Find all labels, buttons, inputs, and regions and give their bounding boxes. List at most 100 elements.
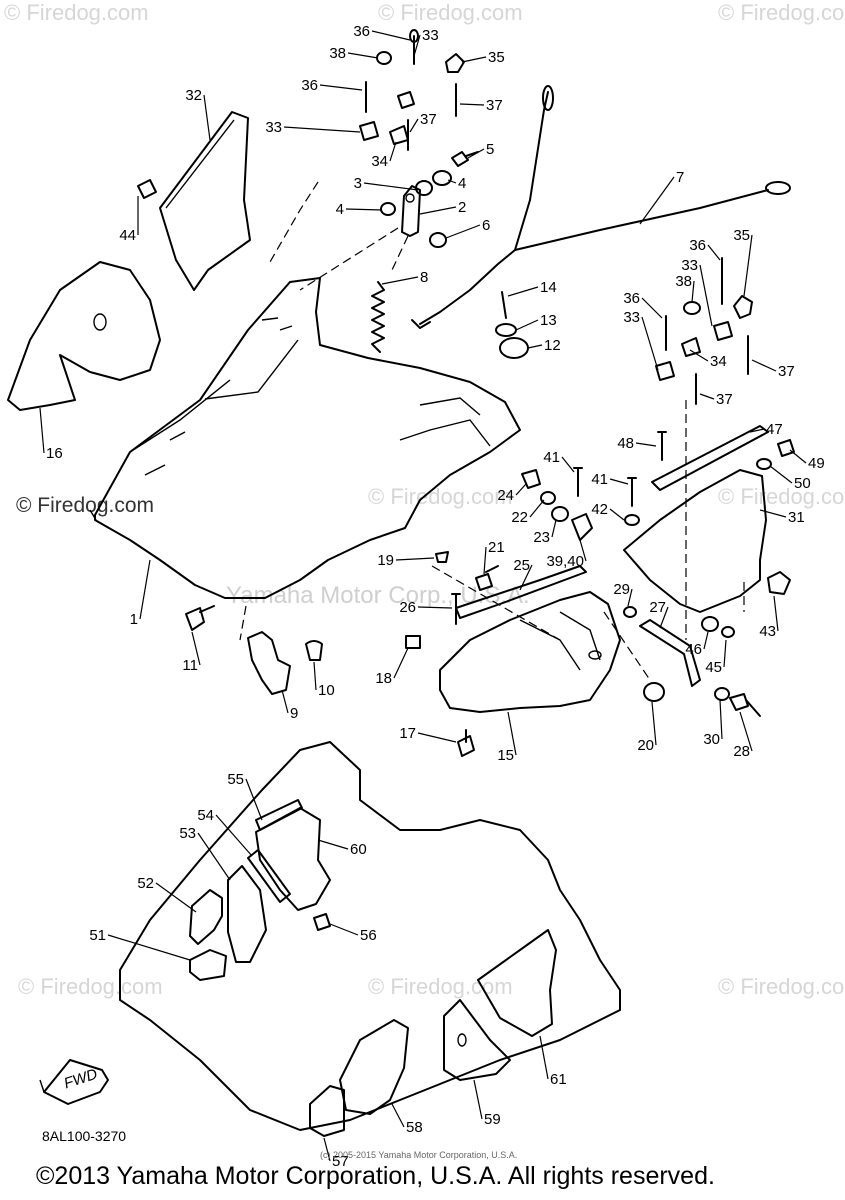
callout-label-10: 10 — [318, 682, 335, 699]
callout-leader — [381, 276, 419, 285]
callout-label-33: 33 — [623, 309, 640, 326]
callout-leader — [389, 141, 397, 162]
callout-label-36: 36 — [689, 237, 706, 254]
callout-label-32: 32 — [185, 87, 202, 104]
callout-leader — [515, 483, 527, 496]
callout-leader — [579, 539, 587, 562]
callout-leader — [323, 1137, 331, 1162]
callout-leader — [789, 449, 807, 464]
part-6-grommet — [429, 232, 447, 248]
callout-leader — [561, 456, 575, 473]
callout-label-4: 4 — [336, 201, 344, 218]
callout-leader — [417, 606, 453, 609]
callout-leader — [393, 647, 409, 679]
callout-leader — [445, 224, 481, 239]
callout-label-36: 36 — [353, 23, 370, 40]
callout-leader — [609, 508, 625, 521]
callout-label-5: 5 — [486, 141, 494, 158]
part-20-cap — [643, 682, 665, 702]
callout-label-9: 9 — [290, 705, 298, 722]
callout-label-37: 37 — [716, 391, 733, 408]
callout-label-24: 24 — [497, 487, 514, 504]
callout-label-3: 3 — [354, 175, 362, 192]
callout-label-33: 33 — [422, 27, 439, 44]
callout-label-25: 25 — [513, 557, 530, 574]
lower-body — [119, 741, 621, 1131]
callout-label-29: 29 — [613, 581, 630, 598]
diagram-code: 8AL100-3270 — [42, 1128, 127, 1144]
callout-label-43: 43 — [759, 623, 776, 640]
watermark-top-center: © Firedog.com — [378, 0, 523, 25]
callout-label-14: 14 — [540, 279, 557, 296]
callout-label-57: 57 — [332, 1153, 349, 1170]
callout-leader — [707, 244, 721, 261]
callout-leader — [641, 297, 663, 319]
callout-label-27: 27 — [649, 599, 666, 616]
part-1-main-cowl — [89, 277, 521, 599]
part-30-washer — [714, 687, 730, 701]
callout-label-51: 51 — [89, 927, 106, 944]
callout-leader — [651, 701, 657, 746]
callout-label-38: 38 — [675, 273, 692, 290]
part-51-pad — [189, 949, 227, 981]
callout-leader — [515, 319, 539, 331]
part-31-panel — [623, 469, 767, 613]
callout-label-44: 44 — [119, 227, 136, 244]
part-39-40-bracket — [571, 513, 593, 541]
callout-label-22: 22 — [511, 509, 528, 526]
callout-leader — [743, 234, 753, 297]
callout-leader — [363, 182, 419, 191]
callout-leader — [751, 359, 777, 372]
callout-label-7: 7 — [676, 169, 684, 186]
callout-label-26: 26 — [399, 599, 416, 616]
callout-label-49: 49 — [808, 455, 825, 472]
callout-label-21: 21 — [488, 539, 505, 556]
callout-label-58: 58 — [406, 1119, 423, 1136]
callout-leader — [507, 711, 517, 756]
part-18-clip — [405, 635, 421, 649]
part-57-pad — [309, 1085, 345, 1137]
callout-leader — [627, 588, 633, 607]
part-2-bracket — [401, 185, 421, 237]
part-9-bracket — [247, 631, 291, 695]
part-49-50-fasteners — [756, 439, 795, 470]
watermark-low-left: © Firedog.com — [18, 974, 163, 999]
callout-label-52: 52 — [137, 875, 154, 892]
watermark-mid-center: © Firedog.com — [368, 484, 513, 509]
callout-leader — [391, 1103, 405, 1128]
part-61-pad — [477, 929, 557, 1037]
callout-leader — [39, 407, 45, 454]
callout-leader — [635, 442, 657, 447]
part-41-rivets — [573, 467, 637, 507]
part-60-pad — [255, 807, 331, 911]
fastener-group-right — [655, 257, 753, 405]
part-22-24-fasteners — [521, 469, 569, 522]
callout-label-59: 59 — [484, 1111, 501, 1128]
callout-leader — [319, 84, 363, 91]
callout-leader — [759, 509, 787, 518]
callout-leader — [539, 1035, 549, 1080]
callout-leader — [773, 595, 779, 632]
callout-leader — [329, 923, 359, 936]
callout-label-13: 13 — [540, 312, 557, 329]
callout-leader — [769, 465, 793, 484]
callout-label-55: 55 — [227, 771, 244, 788]
callout-leader — [413, 34, 421, 57]
callout-leader — [551, 519, 557, 538]
callout-leader — [639, 176, 675, 225]
callout-label-50: 50 — [794, 475, 811, 492]
callout-leader — [691, 280, 695, 303]
callout-leader — [641, 316, 659, 371]
callout-label-54: 54 — [197, 807, 214, 824]
callout-label-34: 34 — [371, 153, 388, 170]
callout-label-41: 41 — [543, 449, 560, 466]
part-3-4-washers — [380, 170, 452, 216]
part-7-cable — [411, 85, 791, 329]
callout-label-6: 6 — [482, 217, 490, 234]
callout-label-33: 33 — [681, 257, 698, 274]
callout-leader — [245, 778, 263, 821]
callout-label-15: 15 — [497, 747, 514, 764]
part-29-washer — [623, 606, 637, 618]
